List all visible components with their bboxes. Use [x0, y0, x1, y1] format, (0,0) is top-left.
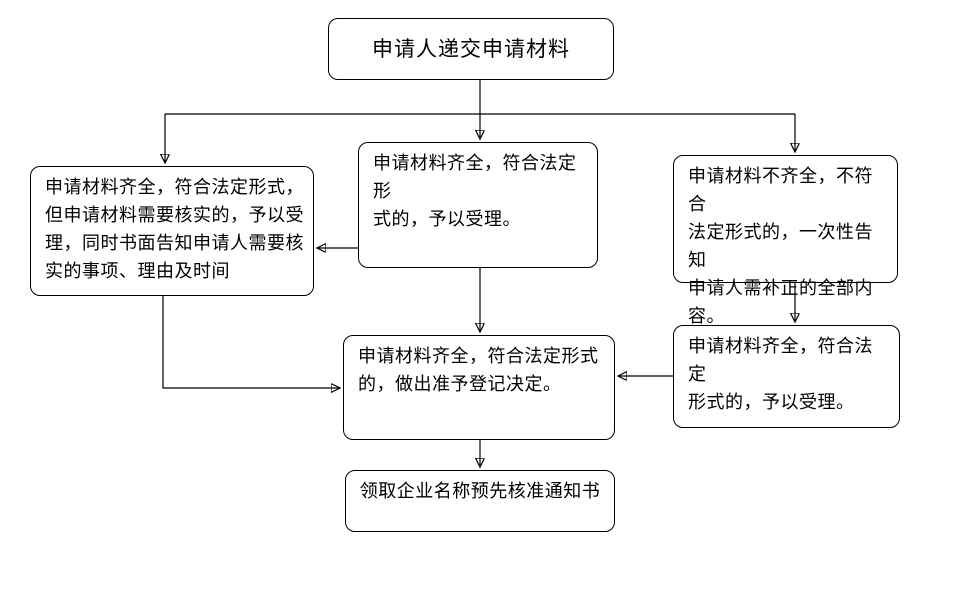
node-registration-decision: 申请材料齐全，符合法定形式 的，做出准予登记决定。 — [343, 335, 615, 440]
node-accepted-needs-verification: 申请材料齐全，符合法定形式， 但申请材料需要核实的，予以受 理，同时书面告知申请… — [30, 166, 314, 296]
node-end: 领取企业名称预先核准通知书 — [345, 470, 615, 532]
node-incomplete-notify: 申请材料不齐全，不符合 法定形式的，一次性告知 申请人需补正的全部内 容。 — [673, 155, 898, 327]
node-resubmitted-accepted: 申请材料齐全，符合法定 形式的，予以受理。 — [673, 325, 900, 428]
node-complete-accepted: 申请材料齐全，符合法定形 式的，予以受理。 — [358, 142, 598, 268]
connector-left-to-decision — [162, 296, 340, 388]
node-start: 申请人递交申请材料 — [328, 18, 614, 80]
